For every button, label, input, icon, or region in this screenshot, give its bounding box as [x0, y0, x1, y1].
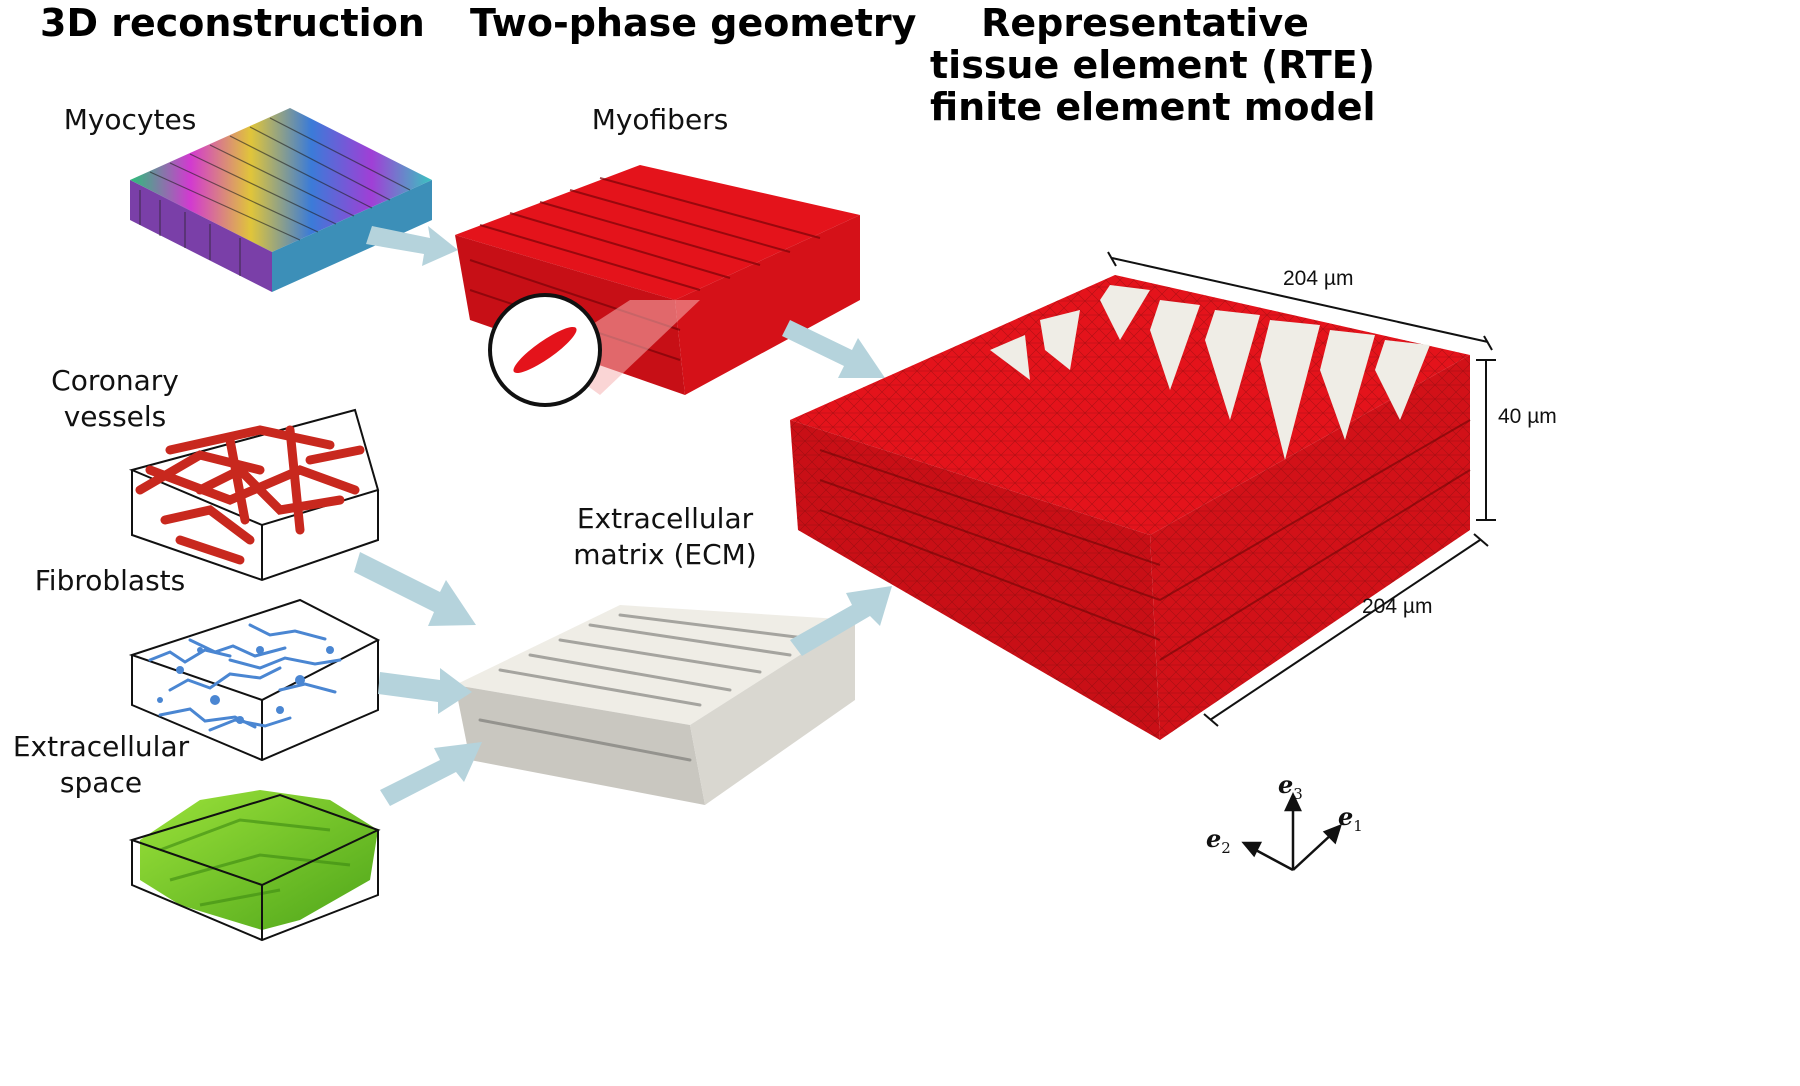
axis-label-e3: e3	[1278, 770, 1303, 803]
header-rte-line1: Representative	[981, 1, 1309, 45]
label-myocytes: Myocytes	[63, 103, 197, 136]
label-coronary-line1: Coronary	[51, 364, 179, 397]
dimension-height: 40 µm	[1498, 405, 1557, 428]
extracellular-space-volume	[128, 790, 381, 942]
rte-mesh-volume	[790, 275, 1471, 740]
fibroblasts-volume	[128, 598, 381, 762]
axis-triad	[1241, 792, 1342, 872]
myocytes-volume	[130, 108, 432, 292]
label-coronary-line2: vessels	[63, 400, 167, 433]
header-two-phase-geometry: Two-phase geometry	[470, 1, 917, 45]
label-fibroblasts: Fibroblasts	[34, 564, 186, 597]
coronary-vessels-volume	[128, 408, 380, 582]
flow-arrows	[354, 226, 892, 806]
axis-e2-base: e	[1206, 824, 1222, 853]
axis-e3-base: e	[1278, 770, 1294, 799]
label-ecm-line2: matrix (ECM)	[573, 538, 757, 571]
dimension-top: 204 µm	[1283, 267, 1354, 290]
axis-e2-sub: 2	[1221, 838, 1231, 857]
ecm-volume	[455, 605, 855, 805]
axis-label-e2: e2	[1206, 824, 1231, 857]
axis-e3-sub: 3	[1293, 784, 1303, 803]
myofibers-volume	[455, 165, 860, 407]
axis-label-e1: e1	[1338, 802, 1363, 835]
header-rte-line2: tissue element (RTE)	[930, 43, 1376, 87]
axis-e1-sub: 1	[1353, 816, 1363, 835]
label-ecs-line2: space	[59, 766, 143, 799]
header-3d-reconstruction: 3D reconstruction	[40, 1, 425, 45]
header-rte-line3: finite element model	[930, 85, 1376, 129]
label-myofibers: Myofibers	[591, 103, 729, 136]
dimension-lines	[1107, 251, 1496, 727]
dimension-side: 204 µm	[1362, 595, 1433, 618]
label-ecs-line1: Extracellular	[12, 730, 190, 763]
label-ecm-line1: Extracellular	[576, 502, 754, 535]
axis-e1-base: e	[1338, 802, 1354, 831]
